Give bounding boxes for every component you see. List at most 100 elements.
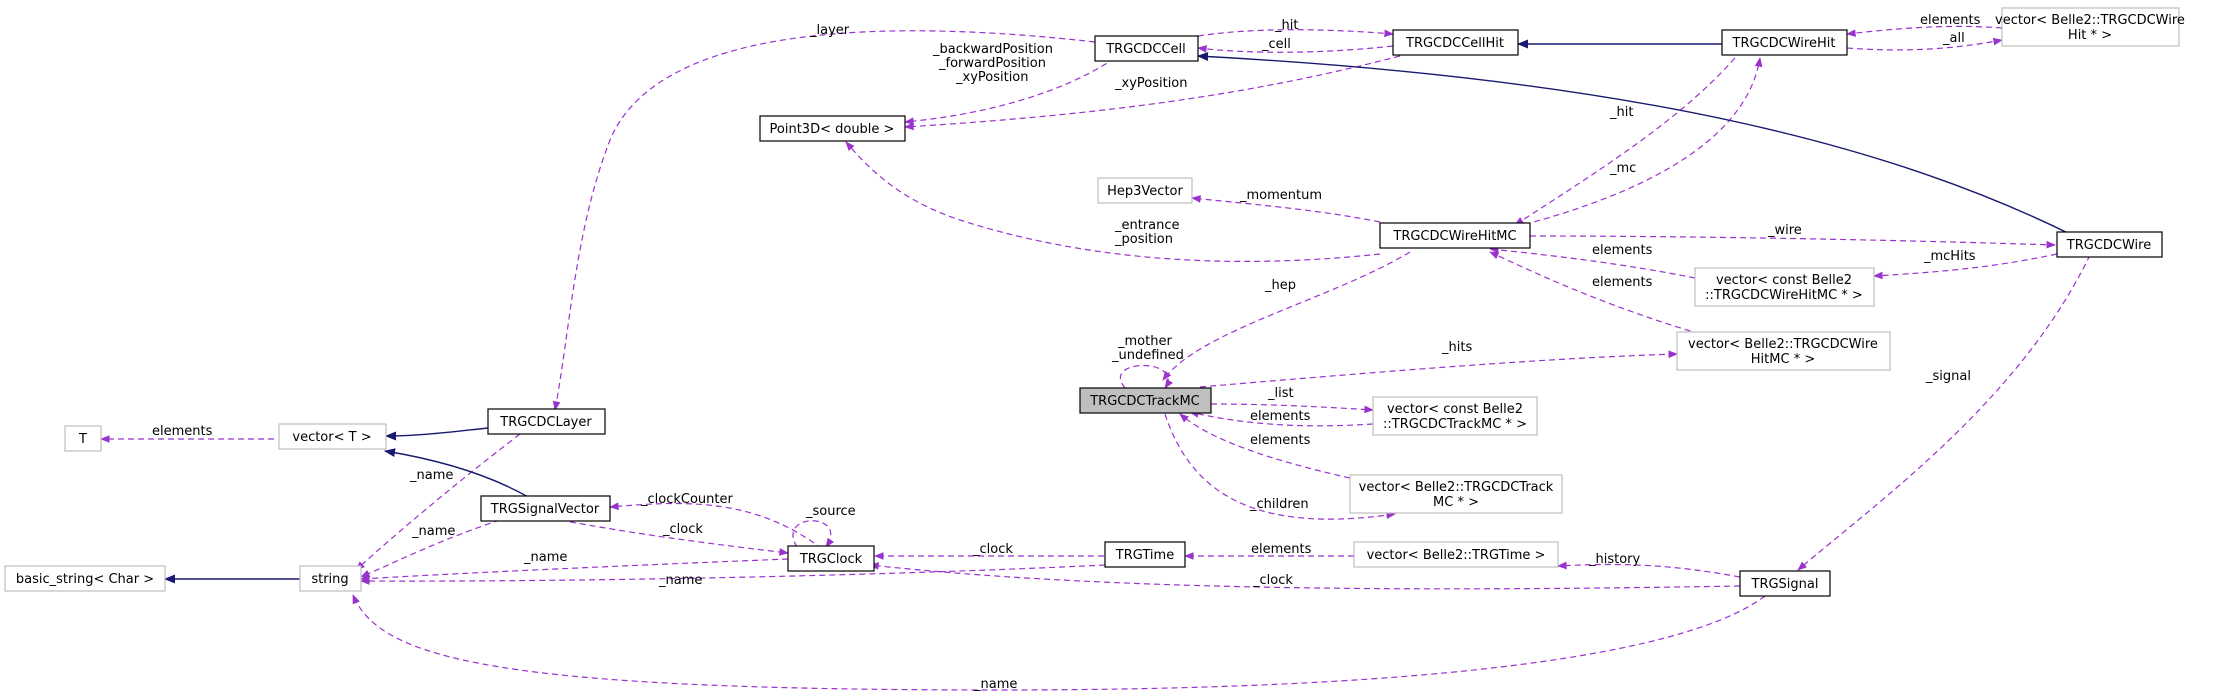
node-trgcdc-wirehit[interactable]: TRGCDCWireHit	[1721, 29, 1848, 56]
node-label: Point3D< double >	[770, 122, 895, 137]
edge-label-clock-time: _clock	[972, 542, 1013, 557]
edge-mother-undefined	[1119, 365, 1173, 389]
node-vector-const-wirehitmc[interactable]: vector< const Belle2 ::TRGCDCWireHitMC *…	[1694, 267, 1875, 307]
edge-inherit-sigvec-vector	[383, 448, 531, 499]
node-trgcdc-wire[interactable]: TRGCDCWire	[2056, 231, 2163, 258]
edge-xyposition-cellhit-to-point3d	[904, 55, 1401, 131]
node-trg-signalvector[interactable]: TRGSignalVector	[480, 495, 611, 522]
node-box	[1694, 267, 1875, 307]
edge-label-elements-whmc-a: elements	[1592, 243, 1653, 258]
node-label: vector< Belle2::TRGTime >	[1367, 548, 1546, 563]
node-label: vector< Belle2::TRGCDCTrack	[1359, 480, 1554, 495]
node-basic-string[interactable]: basic_string< Char >	[4, 565, 166, 592]
edge-label-name-sigvec: _name	[411, 524, 455, 539]
edge-layer	[552, 30, 1096, 411]
node-box	[1349, 474, 1563, 514]
node-label: TRGCDCWire	[2066, 238, 2151, 253]
edge-label-elements-t: elements	[152, 424, 213, 439]
edge-label-clock-sigvec: _clock	[662, 522, 703, 537]
edge-label-hit-top: _hit	[1274, 18, 1298, 33]
node-trgcdc-wirehitmc[interactable]: TRGCDCWireHitMC	[1379, 222, 1531, 249]
edge-elements-whmc-to-wirehitmc	[1489, 251, 1701, 335]
edge-clockcounter	[609, 502, 831, 556]
dependency-edges	[100, 25, 2091, 691]
edge-cell-cellhit-to-cell	[1197, 45, 1394, 53]
node-box	[2056, 231, 2163, 258]
node-box	[1676, 331, 1891, 371]
edge-label-all: _all	[1942, 31, 1965, 46]
node-trgcdc-trackmc[interactable]: TRGCDCTrackMC	[1079, 387, 1212, 414]
node-label: T	[78, 432, 87, 447]
edge-signal	[1797, 254, 2091, 571]
edge-hits	[1199, 350, 1678, 388]
node-box	[787, 545, 875, 572]
edge-label-backward-position: _backwardPosition	[932, 42, 1053, 57]
edge-label-elements-time: elements	[1251, 542, 1312, 557]
edge-label-clock-signal: _clock	[1252, 573, 1293, 588]
edge-elements-consttrack	[1189, 410, 1374, 427]
edge-name-signal	[352, 594, 1766, 691]
node-vector-wirehit[interactable]: vector< Belle2::TRGCDCWire Hit * >	[1995, 7, 2185, 47]
edge-all-wirehit-to-vec	[1846, 37, 2003, 51]
edge-label-forward-position: _forwardPosition	[938, 56, 1046, 71]
node-trgcdc-cell[interactable]: TRGCDCCell	[1094, 35, 1199, 62]
node-t[interactable]: T	[64, 425, 102, 452]
edge-label-xy-position-b: _xyPosition	[1114, 76, 1188, 91]
edge-label-elements-wirehit: elements	[1920, 13, 1981, 28]
node-box	[1094, 35, 1199, 62]
edge-hep	[1162, 251, 1411, 381]
node-trgcdc-cellhit[interactable]: TRGCDCCellHit	[1392, 29, 1519, 56]
edge-elements-constwhmc-to-wirehitmc	[1489, 246, 1696, 279]
node-box	[487, 408, 606, 435]
node-string[interactable]: string	[299, 565, 362, 592]
node-point3d[interactable]: Point3D< double >	[759, 115, 906, 142]
node-label: TRGCDCCell	[1105, 42, 1186, 57]
node-trg-signal[interactable]: TRGSignal	[1739, 570, 1831, 597]
edge-label-cell: _cell	[1261, 37, 1291, 52]
node-label: TRGCDCCellHit	[1405, 36, 1504, 51]
node-label: vector< T >	[292, 430, 371, 445]
node-box	[1379, 222, 1531, 249]
node-label: vector< Belle2::TRGCDCWire	[1688, 337, 1878, 352]
node-box	[1372, 396, 1538, 436]
node-label: vector< Belle2::TRGCDCWire	[1995, 13, 2185, 28]
node-trg-clock[interactable]: TRGClock	[787, 545, 875, 572]
node-hep3vector[interactable]: Hep3Vector	[1097, 177, 1193, 204]
edge-name-time	[360, 564, 1106, 585]
edge-mchits	[1873, 253, 2058, 280]
node-label: TRGCDCWireHitMC	[1392, 229, 1516, 244]
edge-label-layer: _layer	[809, 23, 850, 38]
edge-mc-wirehitmc-to-wirehit	[1514, 57, 1763, 228]
edge-label-mother: _mother	[1117, 334, 1172, 349]
edge-label-signal: _signal	[1925, 369, 1971, 384]
node-box	[1353, 541, 1559, 568]
edge-label-wire: _wire	[1767, 223, 1802, 238]
edge-label-elements-whmc-b: elements	[1592, 275, 1653, 290]
edge-source	[792, 520, 835, 548]
node-label: HitMC * >	[1751, 352, 1815, 367]
node-vector-const-trackmc[interactable]: vector< const Belle2 ::TRGCDCTrackMC * >	[1372, 396, 1538, 436]
node-label: TRGSignal	[1751, 577, 1819, 592]
edge-name-clock	[360, 558, 789, 583]
edge-label-undefined: _undefined	[1111, 348, 1184, 363]
node-box	[480, 495, 611, 522]
node-label: TRGClock	[799, 552, 863, 567]
node-label: Hep3Vector	[1107, 184, 1183, 199]
node-trg-time[interactable]: TRGTime	[1104, 541, 1186, 568]
edge-label-hep: _hep	[1264, 278, 1296, 293]
edge-label-clockcounter: _clockCounter	[640, 492, 733, 507]
node-label: MC * >	[1433, 495, 1479, 510]
node-box	[299, 565, 362, 592]
edge-hit-wirehit-to-wirehitmc	[1514, 57, 1736, 226]
node-vector-t[interactable]: vector< T >	[278, 423, 387, 450]
node-trgcdc-layer[interactable]: TRGCDCLayer	[487, 408, 606, 435]
edge-label-name-clock: _name	[523, 550, 567, 565]
node-vector-trackmc[interactable]: vector< Belle2::TRGCDCTrack MC * >	[1349, 474, 1563, 514]
node-box	[1392, 29, 1519, 56]
node-vector-wirehitmc[interactable]: vector< Belle2::TRGCDCWire HitMC * >	[1676, 331, 1891, 371]
edge-label-source: _source	[805, 504, 856, 519]
node-vector-trgtime[interactable]: vector< Belle2::TRGTime >	[1353, 541, 1559, 568]
edge-label-history: _history	[1588, 552, 1641, 567]
node-label: TRGCDCLayer	[499, 415, 592, 430]
edge-label-name-time: _name	[658, 573, 702, 588]
